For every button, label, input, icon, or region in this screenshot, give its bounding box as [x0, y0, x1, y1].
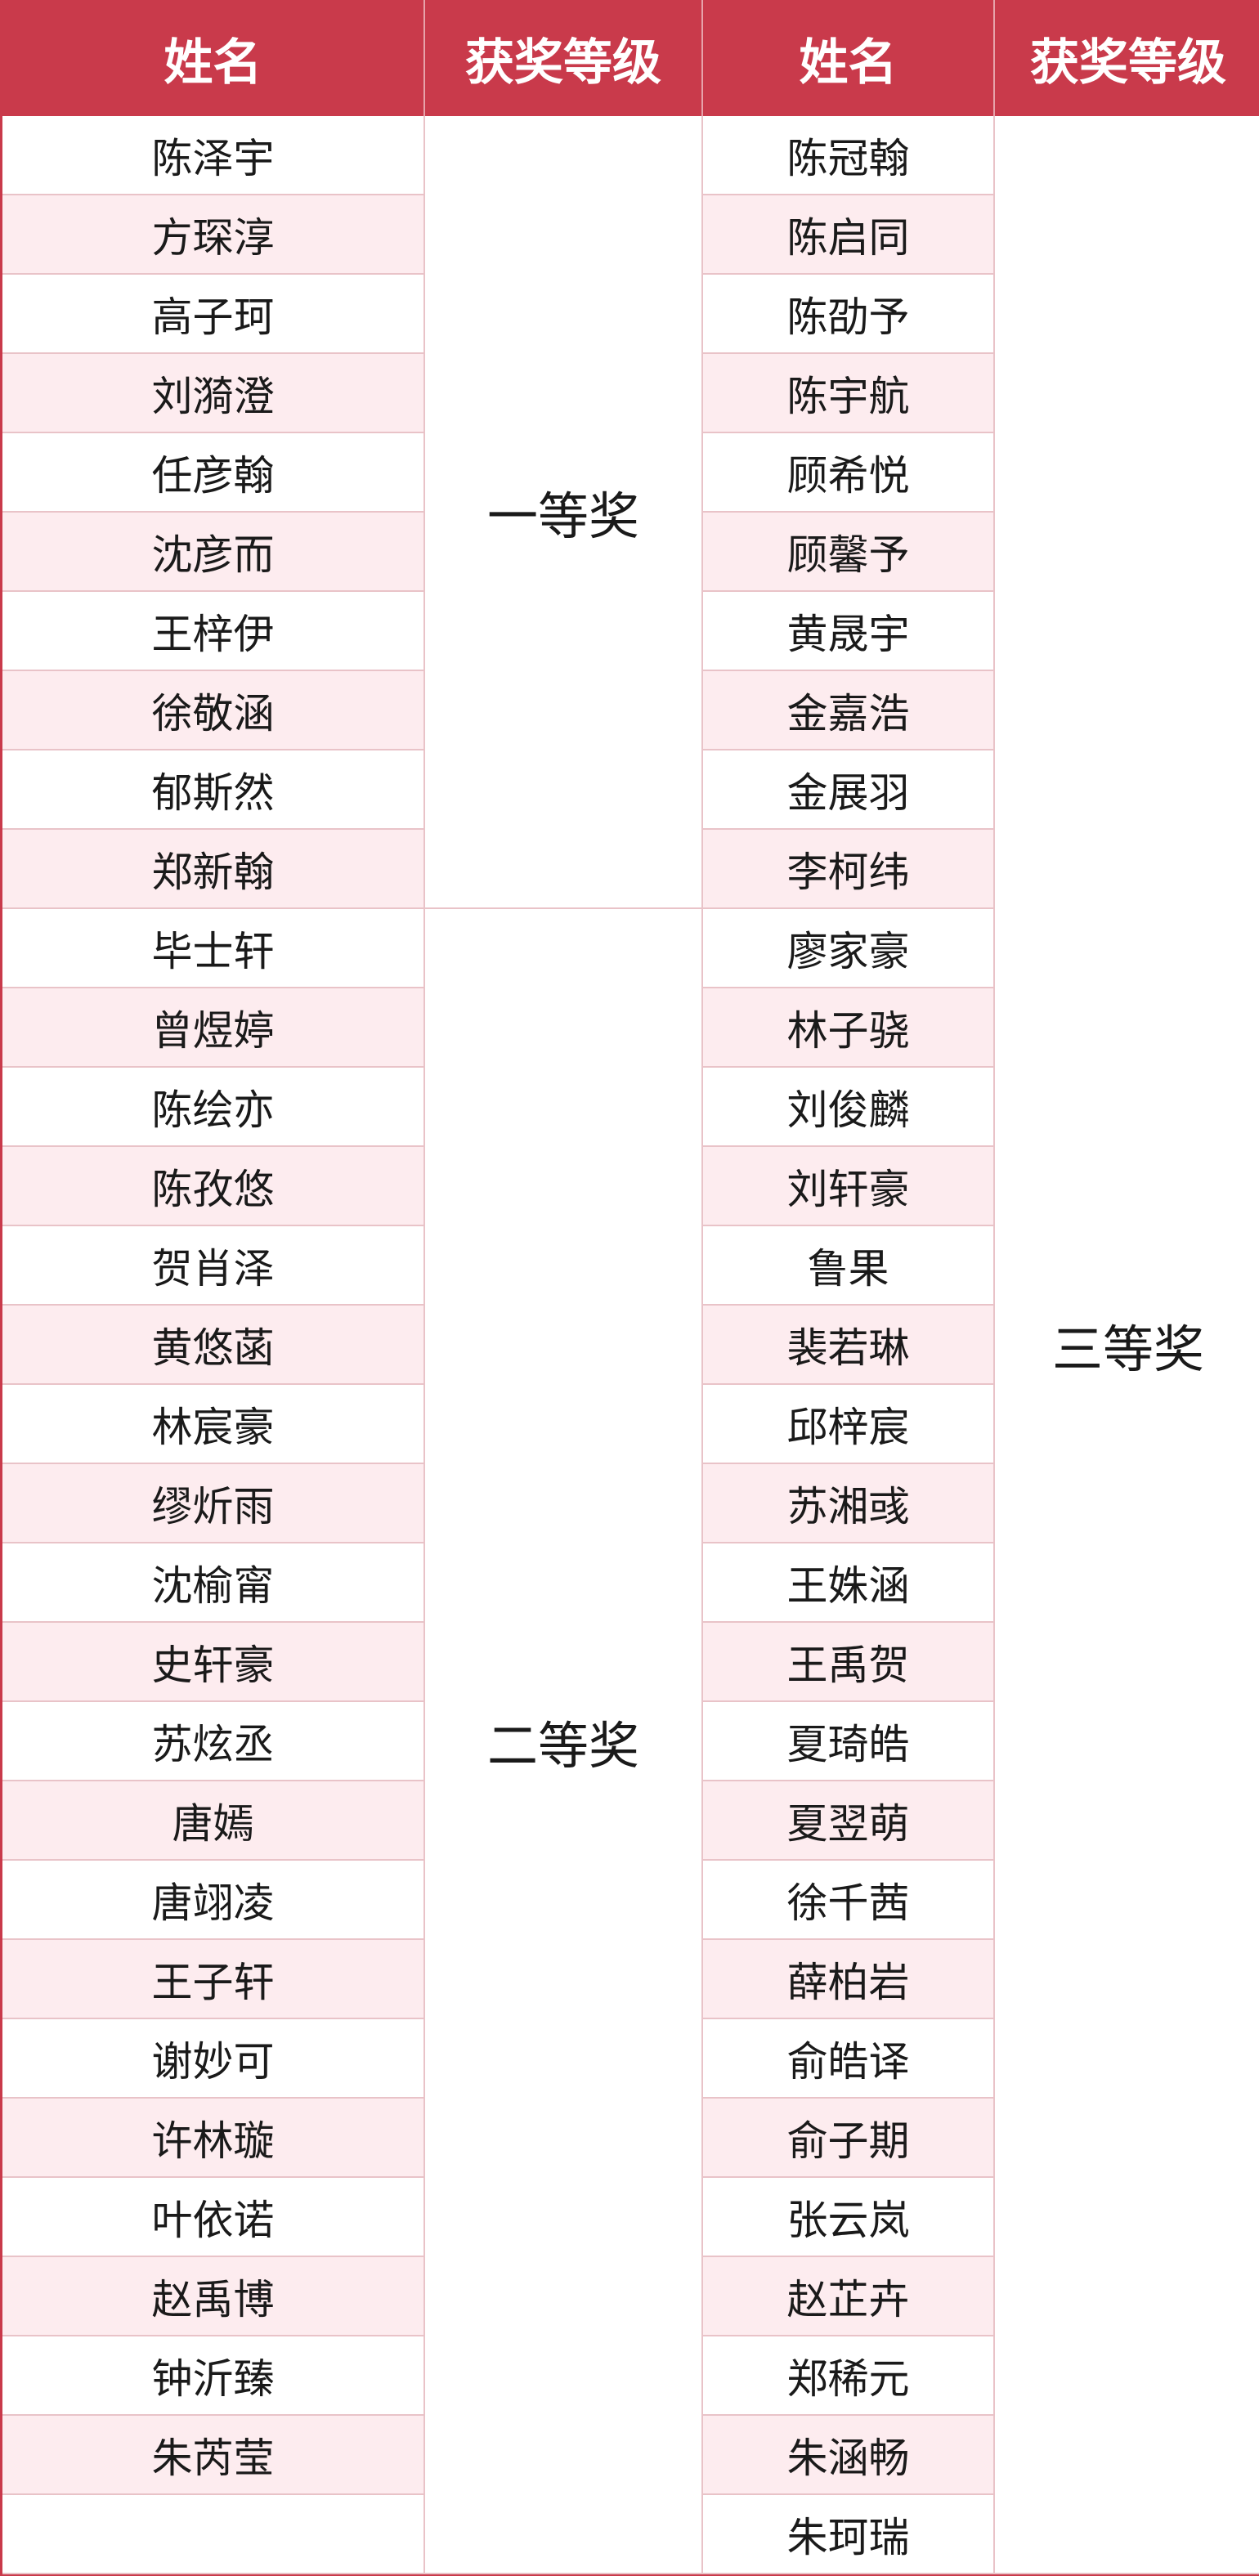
name-cell: 金嘉浩: [703, 671, 995, 750]
name-cell: 陈冠翰: [703, 116, 995, 195]
name-cell: 高子珂: [2, 275, 425, 354]
name-cell: 任彦翰: [2, 433, 425, 513]
name-cell: 沈彦而: [2, 513, 425, 592]
name-cell: 朱珂瑞: [703, 2495, 995, 2574]
name-cell: 毕士轩: [2, 909, 425, 988]
name-cell: 陈劭予: [703, 275, 995, 354]
name-cell: 顾馨予: [703, 513, 995, 592]
name-cell: 缪炘雨: [2, 1464, 425, 1543]
name-cell: 廖家豪: [703, 909, 995, 988]
grade-second-prize: 二等奖: [425, 909, 703, 2574]
name-cell: 薛柏岩: [703, 1940, 995, 2019]
name-cell: 徐敬涵: [2, 671, 425, 750]
name-cell: 张云岚: [703, 2178, 995, 2257]
name-cell: 陈孜悠: [2, 1147, 425, 1226]
name-cell: 夏琦皓: [703, 1702, 995, 1781]
name-cell: 李柯纬: [703, 830, 995, 909]
name-cell: 唐嫣: [2, 1781, 425, 1861]
name-cell: 朱涵畅: [703, 2416, 995, 2495]
name-cell: 叶依诺: [2, 2178, 425, 2257]
name-cell: 邱梓宸: [703, 1385, 995, 1464]
name-cell: 唐翊凌: [2, 1861, 425, 1940]
name-cell: 刘俊麟: [703, 1068, 995, 1147]
name-cell: 史轩豪: [2, 1623, 425, 1702]
name-cell: 陈宇航: [703, 354, 995, 433]
name-cell: 陈绘亦: [2, 1068, 425, 1147]
name-cell: 沈榆甯: [2, 1543, 425, 1623]
name-cell: 谢妙可: [2, 2019, 425, 2099]
name-cell: 黄悠菡: [2, 1306, 425, 1385]
name-cell: 曾煜婷: [2, 988, 425, 1068]
name-cell: 赵芷卉: [703, 2257, 995, 2336]
name-cell: 金展羽: [703, 750, 995, 830]
name-cell: 林宸豪: [2, 1385, 425, 1464]
name-cell: 徐千茜: [703, 1861, 995, 1940]
name-cell: 陈启同: [703, 195, 995, 275]
name-cell: 黄晟宇: [703, 592, 995, 671]
grade-third-prize: 三等奖: [995, 116, 1259, 2574]
name-cell: 鲁果: [703, 1226, 995, 1306]
name-cell: 王禹贺: [703, 1623, 995, 1702]
name-cell: 许林璇: [2, 2099, 425, 2178]
name-cell: 郑新翰: [2, 830, 425, 909]
name-cell: 俞子期: [703, 2099, 995, 2178]
header-name-2: 姓名: [703, 0, 995, 116]
header-name-1: 姓名: [2, 0, 425, 116]
header-grade-1: 获奖等级: [425, 0, 703, 116]
name-cell: 陈泽宇: [2, 116, 425, 195]
name-cell: 林子骁: [703, 988, 995, 1068]
name-cell: 赵禹博: [2, 2257, 425, 2336]
header-grade-2: 获奖等级: [995, 0, 1259, 116]
name-cell: 郁斯然: [2, 750, 425, 830]
name-cell: 贺肖泽: [2, 1226, 425, 1306]
name-cell: 朱芮莹: [2, 2416, 425, 2495]
name-cell: 顾希悦: [703, 433, 995, 513]
name-cell: 刘轩豪: [703, 1147, 995, 1226]
name-cell: 方琛淳: [2, 195, 425, 275]
name-cell: 王姝涵: [703, 1543, 995, 1623]
name-cell: 俞皓译: [703, 2019, 995, 2099]
grade-first-prize: 一等奖: [425, 116, 703, 909]
name-cell: 郑稀元: [703, 2336, 995, 2416]
name-cell: 苏炫丞: [2, 1702, 425, 1781]
name-cell: [2, 2495, 425, 2574]
name-cell: 苏湘彧: [703, 1464, 995, 1543]
name-cell: 钟沂臻: [2, 2336, 425, 2416]
name-cell: 王梓伊: [2, 592, 425, 671]
name-cell: 刘漪澄: [2, 354, 425, 433]
name-cell: 裴若琳: [703, 1306, 995, 1385]
name-cell: 夏翌萌: [703, 1781, 995, 1861]
name-cell: 王子轩: [2, 1940, 425, 2019]
